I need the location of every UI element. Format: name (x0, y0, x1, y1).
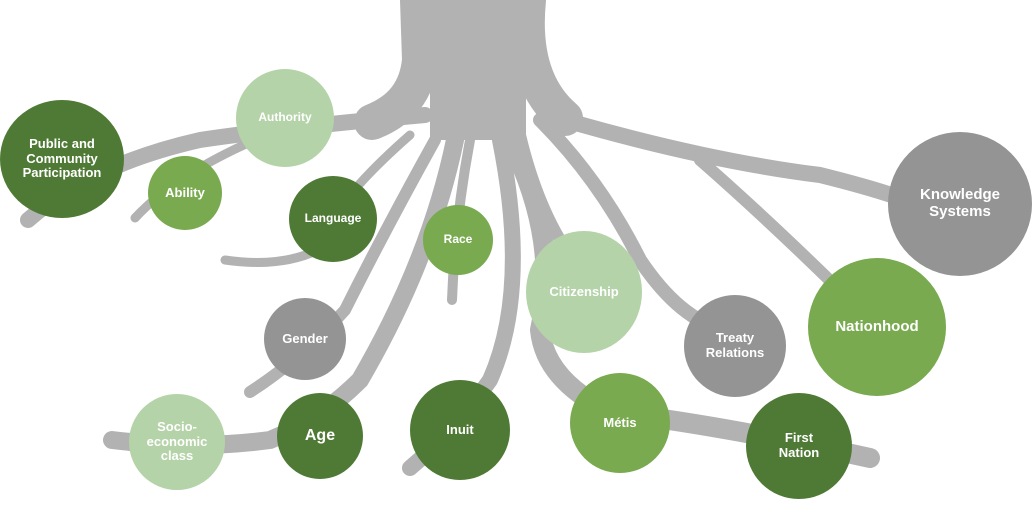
label-gender: Gender (282, 330, 328, 346)
label-nationhood: Nationhood (835, 317, 919, 335)
node-knowledge-systems: Knowledge Systems (888, 132, 1032, 276)
node-citizenship: Citizenship (526, 231, 642, 353)
node-race: Race (423, 205, 493, 275)
label-authority: Authority (258, 110, 312, 125)
node-authority: Authority (236, 69, 334, 167)
node-age: Age (277, 393, 363, 479)
label-socio-economic-class: Socio- economic class (146, 419, 208, 464)
label-ability: Ability (165, 184, 205, 200)
node-gender: Gender (264, 298, 346, 380)
label-language: Language (304, 211, 362, 226)
node-first-nation: First Nation (746, 393, 852, 499)
trunk-fill (430, 0, 526, 140)
node-socio-economic-class: Socio- economic class (129, 394, 225, 490)
label-first-nation: First Nation (778, 430, 820, 460)
label-inuit: Inuit (446, 421, 474, 437)
root-knowledge (540, 107, 913, 208)
trunk-right (508, 0, 583, 136)
label-treaty-relations: Treaty Relations (705, 330, 765, 360)
node-public-community-participation: Public and Community Participation (0, 100, 124, 218)
node-metis: Métis (570, 373, 670, 473)
node-ability: Ability (148, 156, 222, 230)
node-inuit: Inuit (410, 380, 510, 480)
label-citizenship: Citizenship (549, 283, 619, 299)
node-language: Language (289, 176, 377, 262)
trunk (354, 0, 438, 140)
label-race: Race (443, 232, 473, 247)
label-metis: Métis (603, 414, 637, 430)
node-nationhood: Nationhood (808, 258, 946, 396)
node-treaty-relations: Treaty Relations (684, 295, 786, 397)
label-knowledge-systems: Knowledge Systems (919, 186, 1000, 220)
label-age: Age (304, 427, 336, 445)
label-public-community-participation: Public and Community Participation (22, 136, 102, 181)
